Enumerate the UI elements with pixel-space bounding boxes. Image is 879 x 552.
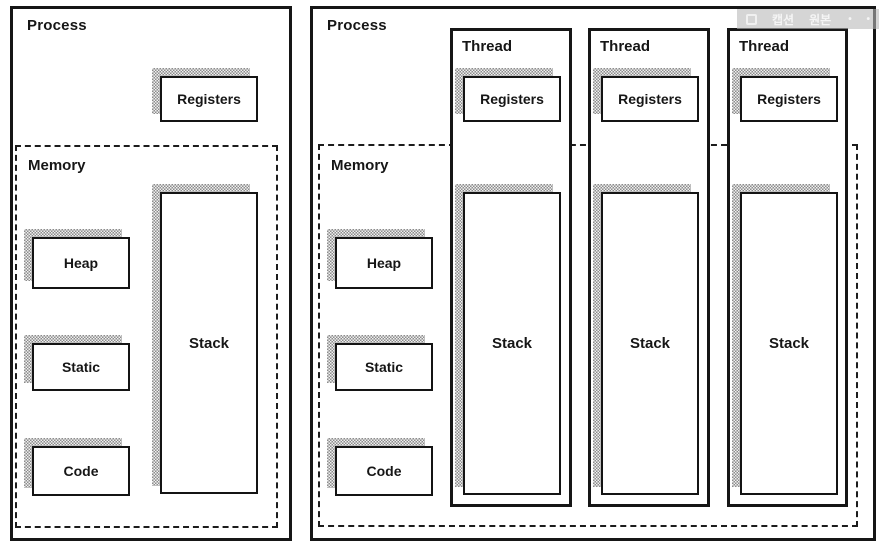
single-threaded-process-panel: Process Registers Memory Heap Static Cod…	[10, 6, 292, 541]
process-label: Process	[27, 17, 87, 34]
code-box: Code	[327, 438, 433, 496]
stack-box-label: Stack	[601, 192, 699, 495]
registers-box: Registers	[455, 68, 561, 122]
stack-box: Stack	[152, 184, 258, 494]
process-label: Process	[327, 17, 387, 34]
more-options-dots-icon[interactable]: • •	[848, 13, 876, 25]
thread-column-2: Thread Registers Stack	[588, 28, 710, 507]
stack-box-label: Stack	[740, 192, 838, 495]
caption-button[interactable]: 캡션	[772, 12, 795, 27]
multi-threaded-process-panel: Process Memory Heap Static Code Thread R…	[310, 6, 876, 541]
thread-column-1: Thread Registers Stack	[450, 28, 572, 507]
registers-box: Registers	[152, 68, 258, 122]
memory-region	[15, 145, 278, 528]
registers-box-label: Registers	[740, 76, 838, 122]
heap-box: Heap	[327, 229, 433, 289]
code-box: Code	[24, 438, 130, 496]
thread-label: Thread	[739, 38, 790, 55]
stack-box: Stack	[455, 184, 561, 495]
source-quality-button[interactable]: 원본	[809, 12, 832, 27]
heap-box-label: Heap	[32, 237, 130, 289]
thread-column-3: Thread Registers Stack	[727, 28, 848, 507]
thread-label: Thread	[462, 38, 513, 55]
stack-box-label: Stack	[160, 192, 258, 494]
square-icon[interactable]	[746, 13, 757, 25]
heap-box-label: Heap	[335, 237, 433, 289]
static-box: Static	[24, 335, 130, 391]
registers-box-label: Registers	[601, 76, 699, 122]
memory-label: Memory	[28, 157, 86, 174]
registers-box-label: Registers	[463, 76, 561, 122]
thread-label: Thread	[600, 38, 651, 55]
registers-box: Registers	[593, 68, 699, 122]
static-box-label: Static	[32, 343, 130, 391]
stack-box: Stack	[732, 184, 838, 495]
code-box-label: Code	[335, 446, 433, 496]
player-controls-overlay: 캡션 원본 • •	[737, 9, 879, 29]
registers-box: Registers	[732, 68, 838, 122]
code-box-label: Code	[32, 446, 130, 496]
static-box-label: Static	[335, 343, 433, 391]
stack-box: Stack	[593, 184, 699, 495]
memory-label: Memory	[331, 157, 389, 174]
registers-box-label: Registers	[160, 76, 258, 122]
heap-box: Heap	[24, 229, 130, 289]
stack-box-label: Stack	[463, 192, 561, 495]
static-box: Static	[327, 335, 433, 391]
